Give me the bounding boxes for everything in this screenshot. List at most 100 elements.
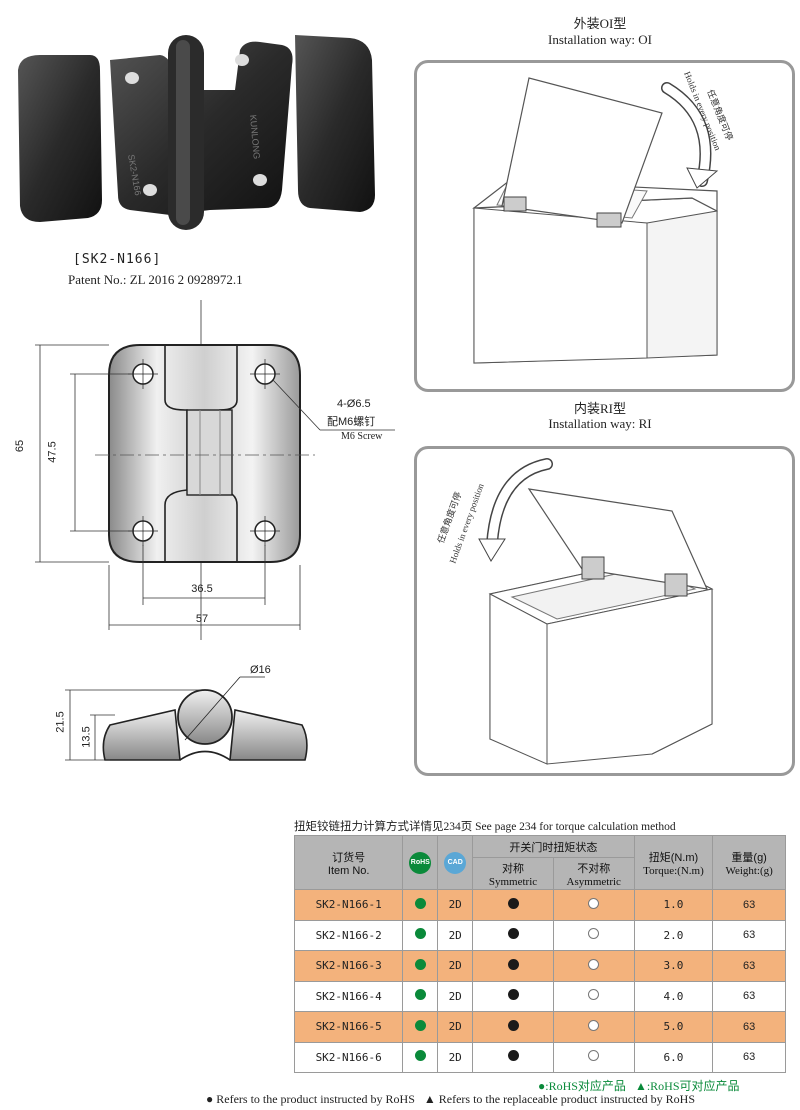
table-row: SK2-N166-1 2D 1.0 63 [293,889,786,921]
row-symmetric [472,919,554,951]
filled-dot-icon [507,928,519,940]
table-caption: 扭矩铰链扭力计算方式详情见234页 See page 234 for torqu… [294,821,676,833]
row-weight: 63 [712,950,786,982]
empty-dot-icon [588,989,600,1001]
header-rohs: RoHS [402,835,439,890]
installation-oi-panel: Holds in every position 任意角度可停 [414,60,795,392]
box-inside-mount-illustration: Holds in every position 任意角度可停 [435,458,714,765]
row-item: SK2-N166-1 [293,889,404,921]
patent-number: Patent No.: ZL 2016 2 0928972.1 [68,272,243,287]
dim-hole-spacing-36-5: 36.5 [191,583,213,595]
table-row: SK2-N166-6 2D 6.0 63 [293,1041,786,1073]
filled-dot-icon [507,1050,519,1062]
header-state: 开关门时扭矩状态 [472,835,635,858]
table-subheader-row: 对称 Symmetric 不对称 Asymmetric [295,857,786,890]
row-rohs [402,889,439,921]
filled-dot-icon [507,958,519,970]
header-asymmetric-en: Asymmetric [566,875,621,888]
row-torque: 6.0 [633,1041,714,1073]
header-symmetric: 对称 Symmetric [472,857,554,890]
row-asymmetric [552,1041,635,1073]
row-symmetric [472,980,554,1012]
side-view-drawing [65,676,308,761]
row-weight: 63 [712,1041,786,1073]
installation-ri-panel: Holds in every position 任意角度可停 [414,446,795,776]
header-torque-cn: 扭矩(N.m) [648,851,699,864]
rohs-dot-icon [414,1050,426,1062]
empty-dot-icon [588,1019,600,1031]
header-item: 订货号 Item No. [293,835,404,890]
row-item: SK2-N166-4 [293,980,404,1012]
row-item: SK2-N166-3 [293,950,404,982]
row-torque: 4.0 [633,980,714,1012]
row-asymmetric [552,950,635,982]
table-row: SK2-N166-4 2D 4.0 63 [293,980,786,1012]
filled-dot-icon [507,989,519,1001]
row-cad: 2D [437,950,474,982]
row-rohs [402,1011,439,1043]
dim-hole-spacing-47-5: 47.5 [46,441,59,463]
rohs-dot-icon [414,989,426,1001]
row-symmetric [472,1011,554,1043]
row-torque: 2.0 [633,919,714,951]
row-item: SK2-N166-2 [293,919,404,951]
dim-height-65: 65 [14,439,27,453]
box-outside-mount-illustration: Holds in every position 任意角度可停 [472,70,736,364]
row-torque: 1.0 [633,889,714,921]
row-torque: 3.0 [633,950,714,982]
row-rohs [402,1041,439,1073]
header-weight-en: Weight:(g) [725,864,773,877]
header-asymmetric: 不对称 Asymmetric [552,857,635,890]
dim-height-21-5: 21.5 [54,711,67,733]
screw-spec-en: M6 Screw [341,431,383,442]
row-weight: 63 [712,889,786,921]
hole-spec: 4-Ø6.5 [337,398,371,410]
product-photo: SK2-N166 KUNLONG [18,35,375,230]
rohs-dot-icon [414,928,426,940]
row-symmetric [472,1041,554,1073]
header-weight: 重量(g) Weight:(g) [712,835,786,890]
row-asymmetric [552,919,635,951]
legend-replaceable-cn: ▲:RoHS可对应产品 [634,1079,740,1093]
row-weight: 63 [712,980,786,1012]
legend-line-1: ●:RoHS对应产品 ▲:RoHS可对应产品 [538,1077,740,1094]
row-rohs [402,980,439,1012]
row-item: SK2-N166-6 [293,1041,404,1073]
rohs-dot-icon [414,1019,426,1031]
photo-marking-right: KUNLONG [248,114,262,159]
row-item: SK2-N166-5 [293,1011,404,1043]
row-rohs [402,919,439,951]
row-rohs [402,950,439,982]
header-item-cn: 订货号 [332,851,366,864]
dim-height-13-5: 13.5 [80,726,93,748]
row-cad: 2D [437,1041,474,1073]
table-row: SK2-N166-5 2D 5.0 63 [293,1011,786,1043]
row-asymmetric [552,889,635,921]
installation-ri-title-en: Installation way: RI [548,416,652,431]
row-cad: 2D [437,889,474,921]
table-header-row: 订货号 Item No. RoHS CAD 开关门时扭矩状态 扭矩(N.m) T… [293,835,786,890]
empty-dot-icon [588,1050,600,1062]
screw-spec-cn: 配M6螺钉 [327,416,376,428]
row-weight: 63 [712,1011,786,1043]
header-item-en: Item No. [327,864,370,877]
filled-dot-icon [507,897,519,909]
legend-replaceable-en: ▲ Refers to the replaceable product inst… [423,1092,696,1106]
row-symmetric [472,950,554,982]
rohs-dot-icon [414,958,426,970]
rohs-dot-icon [414,897,426,909]
header-symmetric-en: Symmetric [488,875,538,888]
cad-icon: CAD [444,851,467,874]
empty-dot-icon [588,897,600,909]
row-weight: 63 [712,919,786,951]
header-cad: CAD [437,835,474,890]
header-torque: 扭矩(N.m) Torque:(N.m) [633,835,714,890]
dim-diameter-16: Ø16 [250,664,271,676]
empty-dot-icon [588,958,600,970]
header-symmetric-cn: 对称 [502,862,524,875]
filled-dot-icon [507,1019,519,1031]
legend-rohs-en: ● Refers to the product instructed by Ro… [206,1092,415,1106]
legend-rohs-cn: ●:RoHS对应产品 [538,1079,626,1093]
installation-oi-title-en: Installation way: OI [548,32,652,47]
installation-ri-title-cn: 内装RI型 [573,401,626,416]
